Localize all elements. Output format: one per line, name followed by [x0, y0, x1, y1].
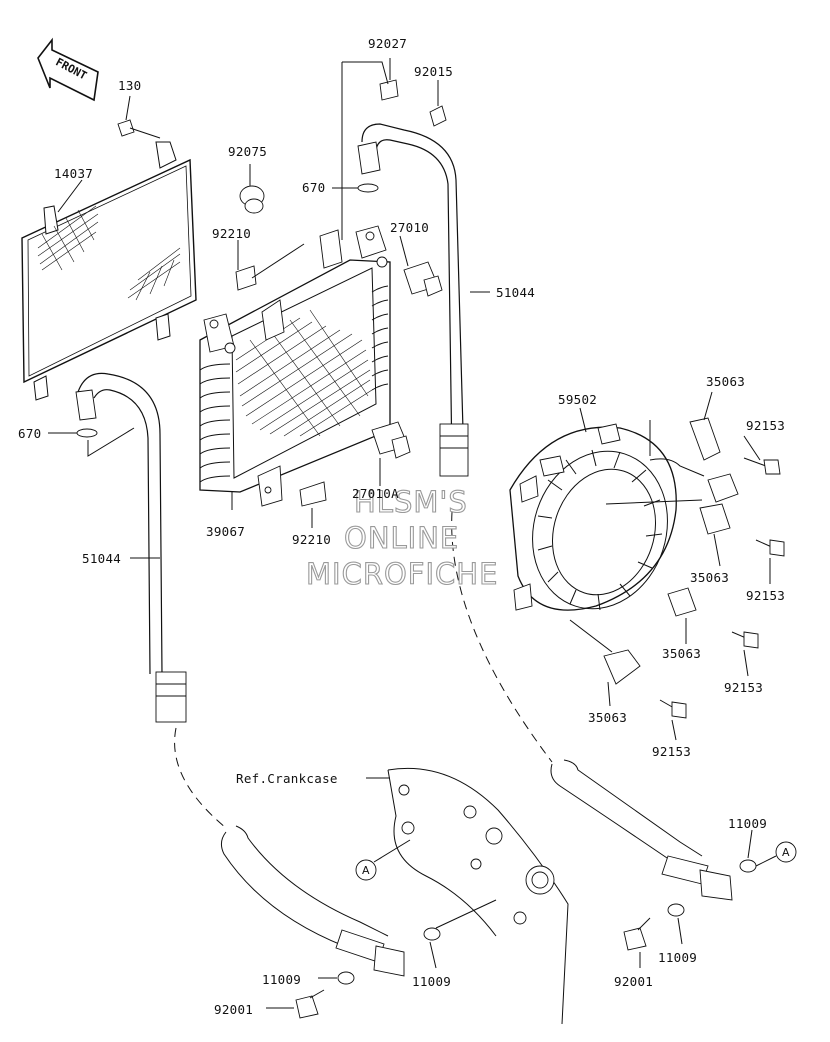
bracket-35063-b	[699, 503, 731, 535]
callout-51044-left: 51044	[82, 551, 121, 566]
bolt-92001-left	[295, 989, 325, 1019]
ref-marker-a-left-text: A	[362, 864, 370, 877]
callout-11009-right-b: 11009	[658, 950, 697, 965]
callout-35063-d: 35063	[588, 710, 627, 725]
callout-11009-left-b: 11009	[412, 974, 451, 989]
callout-39067: 39067	[206, 524, 245, 539]
oil-hose-lower-right	[550, 759, 733, 901]
oil-hose-upper	[357, 123, 469, 477]
nut-92015	[429, 105, 447, 127]
washer-11009-d	[667, 903, 685, 917]
watermark-line-1: HLSM'S	[354, 485, 468, 519]
clip-92210-upper	[235, 265, 257, 291]
bolt-130	[117, 119, 161, 139]
ref-crankcase-label: Ref.Crankcase	[236, 771, 338, 786]
callout-92015: 92015	[414, 64, 453, 79]
leader-lines	[48, 58, 777, 1009]
callout-92153-b: 92153	[746, 588, 785, 603]
washer-11009-a	[423, 927, 441, 941]
callout-27010: 27010	[390, 220, 429, 235]
ref-marker-a-right: A	[775, 841, 797, 863]
callout-35063-c: 35063	[662, 646, 701, 661]
callout-51044-right: 51044	[496, 285, 535, 300]
cap-92027	[379, 79, 399, 101]
grommet-92075	[239, 185, 265, 214]
callout-14037: 14037	[54, 166, 93, 181]
callout-92153-a: 92153	[746, 418, 785, 433]
callout-92210-upper: 92210	[212, 226, 251, 241]
o-ring-670-upper	[357, 183, 379, 193]
oil-cooler	[199, 225, 391, 507]
callout-92001-left: 92001	[214, 1002, 253, 1017]
callout-92153-c: 92153	[724, 680, 763, 695]
callout-92001-right: 92001	[614, 974, 653, 989]
bolt-92153-d	[659, 699, 687, 719]
callout-92210-lower: 92210	[292, 532, 331, 547]
dashed-connector-left	[174, 727, 227, 829]
front-arrow-icon: FRONT	[37, 37, 99, 102]
callout-92027: 92027	[368, 36, 407, 51]
ref-marker-a-right-text: A	[782, 846, 790, 859]
bolt-92153-a	[743, 457, 781, 475]
callout-11009-right-a: 11009	[728, 816, 767, 831]
oil-hose-left	[75, 372, 187, 723]
bracket-35063-d	[603, 649, 641, 685]
bolt-92153-c	[731, 631, 759, 649]
dashed-connector-right	[451, 511, 553, 763]
callout-11009-left-a: 11009	[262, 972, 301, 987]
callout-59502: 59502	[558, 392, 597, 407]
bracket-35063-a	[689, 417, 721, 461]
watermark-line-2: ONLINE	[344, 521, 459, 555]
callout-92075: 92075	[228, 144, 267, 159]
callout-92153-d: 92153	[652, 744, 691, 759]
watermark-line-3: MICROFICHE	[306, 557, 498, 591]
watermark: HLSM'S ONLINE MICROFICHE	[305, 484, 498, 591]
washer-11009-c	[739, 859, 757, 873]
crankcase-reference	[387, 767, 569, 1025]
callout-670-upper: 670	[302, 180, 325, 195]
oil-hose-lower-left	[220, 825, 405, 977]
callout-670-lower: 670	[18, 426, 41, 441]
bolt-92001-right	[623, 917, 651, 951]
callout-labels: 92027 92015 130 14037 92075 670 27010 92…	[18, 36, 785, 1017]
clip-92210-lower	[299, 481, 327, 507]
sensor-27010A	[371, 421, 411, 459]
callout-35063-b: 35063	[690, 570, 729, 585]
fan-shroud	[509, 423, 739, 611]
callout-35063-a: 35063	[706, 374, 745, 389]
washer-11009-b	[337, 971, 355, 985]
ref-marker-a-left: A	[355, 859, 377, 881]
sensor-27010	[403, 261, 443, 297]
callout-27010A: 27010A	[352, 486, 399, 501]
bracket-35063-c	[667, 587, 697, 617]
radiator-screen	[21, 141, 197, 401]
bolt-92153-b	[755, 539, 785, 557]
o-ring-670-lower	[76, 428, 98, 438]
callout-130: 130	[118, 78, 141, 93]
